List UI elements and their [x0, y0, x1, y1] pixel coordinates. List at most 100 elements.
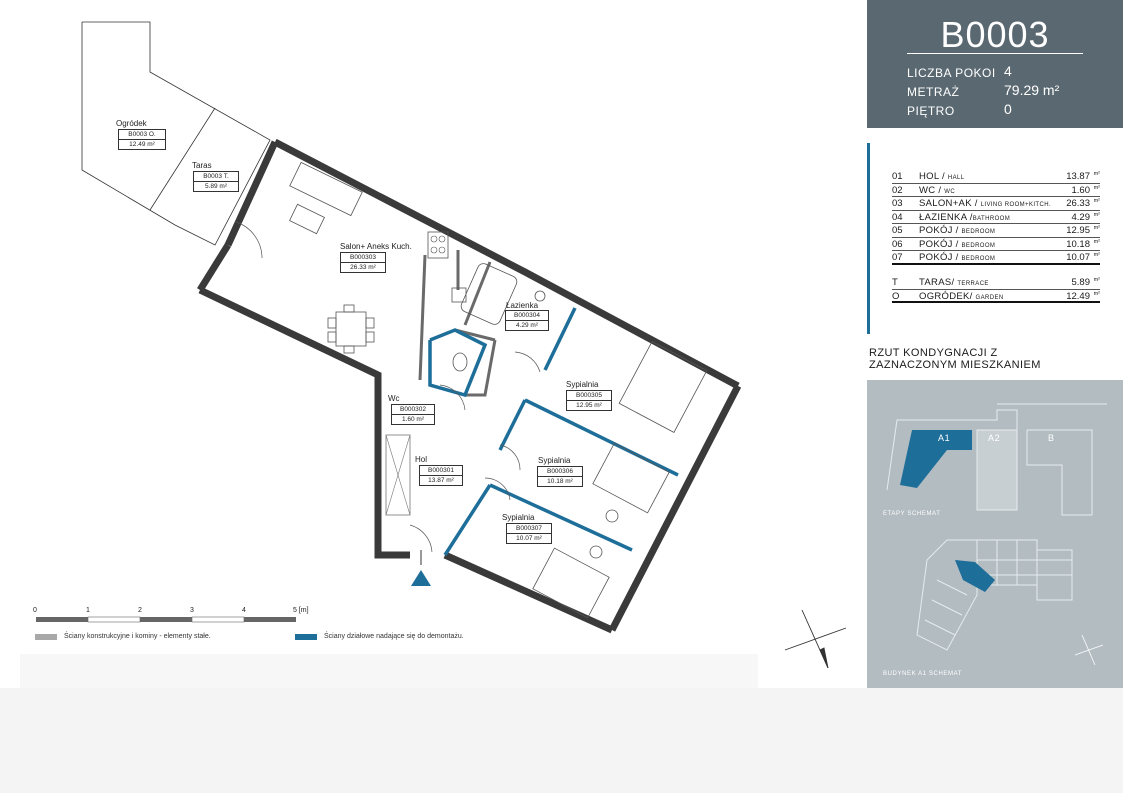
room-name-cell: ŁAZIENKA /BATHROOM — [919, 211, 1010, 227]
dining-table — [335, 311, 367, 347]
room-unit: m² — [1093, 184, 1100, 191]
room-unit: m² — [1093, 171, 1100, 177]
bed3-tag: B000307 10.07 m² — [506, 523, 552, 544]
room-number: 03 — [892, 198, 903, 209]
garden-outline — [81, 21, 271, 246]
living-area: 26.33 m² — [350, 264, 376, 271]
room-unit: m² — [1093, 238, 1100, 245]
schematic-title: RZUT KONDYGNACJI Z ZAZNACZONYM MIESZKANI… — [869, 347, 1041, 371]
garden-code: B0003 O. — [119, 130, 165, 140]
page-footer-band — [0, 688, 1123, 793]
legend-removable: Ściany działowe nadające się do demontaż… — [324, 633, 464, 640]
wc-toilet — [452, 352, 468, 372]
rooms-count-label: LICZBA POKOI — [907, 66, 996, 80]
bed3-code: B000307 — [507, 524, 551, 534]
table-row: 04 ŁAZIENKA /BATHROOM 4.29 m² — [892, 211, 1100, 227]
bath-area: 4.29 m² — [515, 322, 539, 329]
hall-area: 13.87 m² — [428, 477, 454, 484]
bed-2 — [592, 442, 670, 514]
washer — [451, 287, 467, 303]
hall-tag: B000301 13.87 m² — [419, 465, 463, 486]
room-number: 05 — [892, 225, 903, 236]
room-area: 4.29 — [1071, 211, 1091, 223]
room-area: 10.18 — [1066, 238, 1090, 250]
scale-tick-4: 4 — [242, 607, 246, 614]
dining-chairs — [327, 304, 375, 354]
door-swings — [235, 221, 541, 553]
bathtub — [460, 263, 518, 325]
living-tag: B000303 26.33 m² — [340, 252, 386, 273]
room-name-en: BEDROOM — [961, 229, 996, 235]
table-row: 02 WC / WC 1.60 m² — [892, 184, 1100, 200]
room-name-en: GARDEN — [975, 294, 1004, 301]
unit-code: B0003 — [940, 14, 1050, 55]
room-area: 13.87 — [1066, 171, 1090, 182]
room-name-cell: OGRÓDEK/ GARDEN — [919, 290, 1004, 306]
terrace-code: B0003 T. — [194, 172, 238, 182]
room-number: O — [892, 290, 900, 302]
room-area: 12.95 — [1066, 225, 1090, 236]
room-name-en: BEDROOM — [961, 242, 996, 249]
schematic-panel: A1 A2 B ETAPY SCHEMAT BUDYNEK A1 SCHEMAT — [867, 380, 1123, 688]
hall-code: B000301 — [420, 466, 462, 476]
room-name: WC / — [919, 184, 945, 196]
footer-strip — [20, 654, 758, 688]
scale-tick-5: 5 [m] — [293, 607, 309, 614]
room-name-cell: WC / WC — [919, 184, 955, 200]
living-label: Salon+ Aneks Kuch. — [340, 242, 412, 251]
room-unit: m² — [1093, 211, 1100, 218]
stage-a1-highlight — [900, 430, 972, 488]
kitchen-hob — [427, 231, 449, 259]
table-row: 07 POKÓJ / BEDROOM 10.07 m² — [892, 251, 1100, 265]
room-name-en: WC — [944, 188, 956, 195]
room-name-en: HALL — [947, 175, 965, 181]
wc-area: 1.60 m² — [401, 416, 425, 423]
room-name-en: TERRACE — [957, 281, 989, 287]
legend-structural: Ściany konstrukcyjne i kominy - elementy… — [64, 633, 211, 640]
room-name: POKÓJ / — [919, 238, 962, 250]
bath-tag: B000304 4.29 m² — [505, 310, 549, 331]
scale-bar — [36, 616, 296, 623]
garden-label: Ogródek — [116, 119, 147, 128]
scale-tick-3: 3 — [190, 607, 194, 614]
rooms-count-value: 4 — [1004, 63, 1012, 79]
table-row: 01 HOL / HALL 13.87 m² — [892, 170, 1100, 184]
exterior-table: T TARAS/ TERRACE 5.89 m² O OGRÓDEK/ GARD… — [892, 276, 1100, 303]
bed-3 — [532, 547, 610, 619]
room-area: 5.89 — [1071, 277, 1091, 288]
bed2-tag: B000306 10.18 m² — [537, 466, 583, 487]
room-name-cell: TARAS/ TERRACE — [919, 276, 989, 292]
exterior-walls — [197, 138, 742, 634]
coffee-table — [289, 203, 325, 235]
room-name-cell: POKÓJ / BEDROOM — [919, 224, 995, 240]
bed3-area: 10.07 m² — [516, 535, 542, 542]
room-unit: m² — [1093, 290, 1100, 297]
room-unit: m² — [1093, 252, 1100, 258]
area-value: 79.29 m² — [1004, 82, 1060, 98]
room-area: 10.07 — [1066, 252, 1090, 263]
bed1-tag: B000305 12.95 m² — [566, 390, 612, 411]
terrace-tag: B0003 T. 5.89 m² — [193, 171, 239, 192]
room-name-en: LIVING ROOM+KITCH. — [980, 202, 1052, 208]
bath-sink — [534, 290, 546, 302]
schematic-title-line1: RZUT KONDYGNACJI Z — [869, 347, 998, 359]
stage-a2-label: A2 — [988, 433, 1001, 443]
bed-1 — [618, 341, 708, 433]
room-name-cell: POKÓJ / BEDROOM — [919, 251, 995, 267]
stages-caption: ETAPY SCHEMAT — [883, 511, 941, 517]
scale-tick-0: 0 — [33, 607, 37, 614]
room-number: 01 — [892, 171, 903, 182]
room-name: POKÓJ / — [919, 225, 962, 236]
living-code: B000303 — [341, 253, 385, 263]
table-row: 03 SALON+AK / LIVING ROOM+KITCH. 26.33 m… — [892, 197, 1100, 211]
floor-value: 0 — [1004, 101, 1012, 117]
room-unit: m² — [1093, 225, 1100, 231]
table-row: 05 POKÓJ / BEDROOM 12.95 m² — [892, 224, 1100, 238]
room-area: 12.49 — [1066, 290, 1090, 302]
table-row: T TARAS/ TERRACE 5.89 m² — [892, 276, 1100, 290]
terrace-divider — [149, 107, 216, 211]
unit-highlight — [955, 560, 995, 592]
room-name: POKÓJ / — [919, 252, 962, 263]
table-accent-bar — [867, 143, 870, 334]
room-area: 1.60 — [1071, 184, 1091, 196]
